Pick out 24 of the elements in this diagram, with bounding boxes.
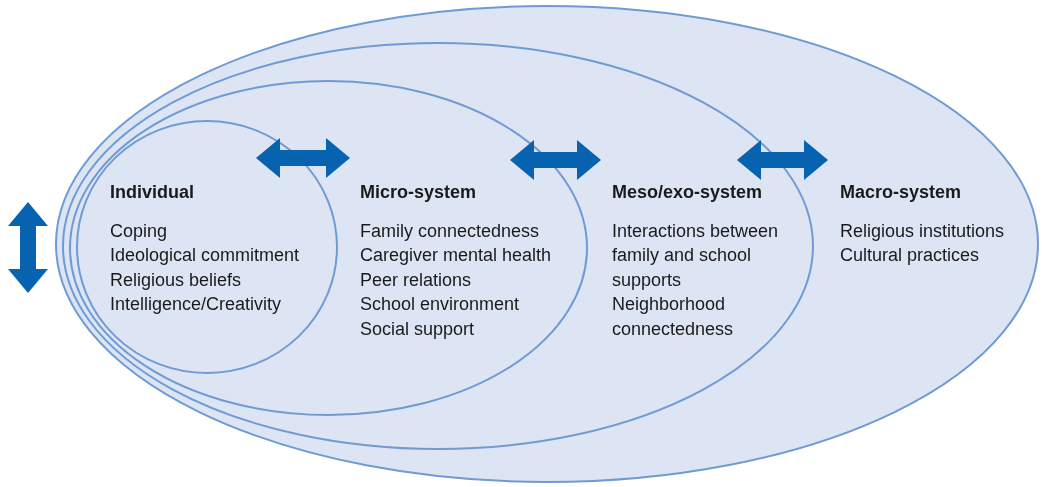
factor-text: Religious beliefs (110, 268, 243, 292)
factor-text: Peer relations (360, 268, 473, 292)
factor-text: Social support (360, 317, 476, 341)
system-ellipse (69, 80, 588, 416)
double-arrow (737, 140, 828, 180)
system-heading: Micro-system (360, 181, 477, 204)
factor-text: School environment (360, 293, 521, 316)
system-heading: Macro-system (840, 181, 962, 204)
factor-text: Interactions between family and school supports (612, 219, 780, 292)
system-ellipse (55, 5, 1039, 483)
double-arrow (256, 138, 350, 178)
factor-text: Caregiver mental health (360, 244, 553, 267)
factor-text: Ideological commitment (110, 244, 301, 267)
factor-text: Religious institutions (840, 219, 1006, 243)
double-arrow (510, 140, 601, 180)
system-heading: Meso/exo-system (612, 181, 763, 204)
factor-text: Coping (110, 219, 169, 243)
factor-text: Family connectedness (360, 219, 541, 243)
system-heading: Individual (110, 181, 194, 204)
system-ellipse (62, 42, 814, 450)
factor-text: Neighborhood connectedness (612, 293, 735, 341)
system-ellipse (76, 120, 338, 374)
factor-text: Cultural practices (840, 244, 981, 267)
factor-text: Intelligence/Creativity (110, 293, 283, 316)
